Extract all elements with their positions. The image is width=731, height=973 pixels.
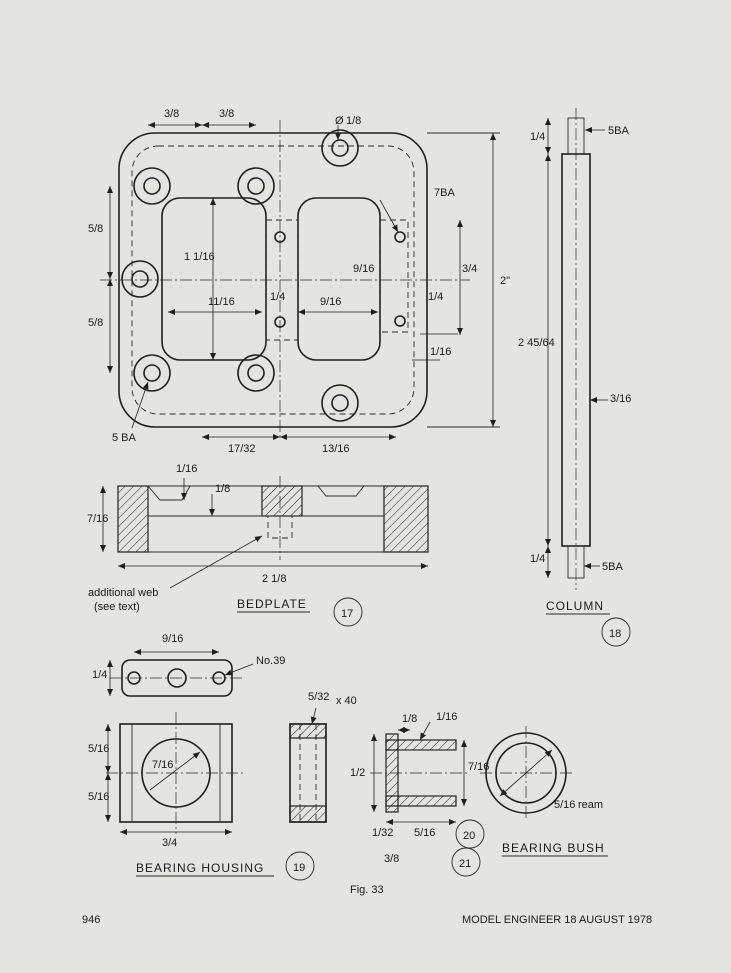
figure-label: Fig. 33 xyxy=(350,884,384,896)
dim-1-4-b: 1/4 xyxy=(428,291,443,303)
column-view: 1/4 2 45/64 1/4 5BA 5BA 3/16 xyxy=(518,108,631,590)
bearing-housing-number: 19 xyxy=(293,862,305,874)
bb-dim-1-1-2: 1/2 xyxy=(350,767,365,779)
col-note-5ba-top: 5BA xyxy=(608,125,629,137)
bearing-bush-view: 1/8 1/16 1/2 7/16 1/32 5/16 3/8 5/16 rea… xyxy=(350,711,603,865)
note-web-line2: (see text) xyxy=(94,601,140,613)
bb-dim-1-16: 1/16 xyxy=(436,711,457,723)
dim-9-16-a: 9/16 xyxy=(320,296,341,308)
bh-dim-9-16: 9/16 xyxy=(162,633,183,645)
dim-1-1-16: 1 1/16 xyxy=(184,251,215,263)
bh-dim-5-32: 5/32 xyxy=(308,691,329,703)
col-dim-1-4-b: 1/4 xyxy=(530,553,545,565)
dim-2-1-8: 2 1/8 xyxy=(262,573,286,585)
dim-1-4-a: 1/4 xyxy=(270,291,285,303)
bh-dim-5-16-b: 5/16 xyxy=(88,791,109,803)
dim-1-16: 1/16 xyxy=(430,346,451,358)
bedplate-section-view: 7/16 1/16 1/8 2 1/8 additional web (see … xyxy=(87,463,429,613)
column-number: 18 xyxy=(609,628,621,640)
bb-dim-3-8: 3/8 xyxy=(384,853,399,865)
dim-3-4: 3/4 xyxy=(462,263,477,275)
dim-11-16: 11/16 xyxy=(208,296,235,308)
note-5ba: 5 BA xyxy=(112,432,137,444)
bb-note-ream: ream xyxy=(578,799,603,811)
dim-13-16: 13/16 xyxy=(322,443,350,455)
col-note-5ba-bot: 5BA xyxy=(602,561,623,573)
bedplate-number: 17 xyxy=(341,608,353,620)
note-web-line1: additional web xyxy=(88,587,158,599)
bh-dim-7-16: 7/16 xyxy=(152,759,173,771)
dim-dia-1-8: 1/8 xyxy=(346,115,361,127)
note-7ba: 7BA xyxy=(434,187,455,199)
column-title: COLUMN xyxy=(546,599,604,613)
col-dim-dia-3-16: 3/16 xyxy=(610,393,631,405)
bh-note-x40: x 40 xyxy=(336,695,357,707)
page-number: 946 xyxy=(82,914,100,926)
magazine-footer: MODEL ENGINEER 18 AUGUST 1978 xyxy=(462,914,652,926)
bearing-housing-view: 9/16 1/4 No.39 7/16 5/16 5/16 3/4 5/32 x… xyxy=(88,633,357,849)
dim-17-32: 17/32 xyxy=(228,443,256,455)
bearing-bush-number-b: 21 xyxy=(459,858,471,870)
bh-dim-5-16-a: 5/16 xyxy=(88,743,109,755)
bh-note-no39: No.39 xyxy=(256,655,285,667)
bedplate-plan-dims: 3/8 3/8 1/8 Ø 5/8 5/8 1 1/16 11/16 1/4 9… xyxy=(88,108,510,455)
bb-dim-5-16-ream: 5/16 xyxy=(554,799,575,811)
dim-2-inch: 2" xyxy=(500,275,510,287)
bb-dim-1-8: 1/8 xyxy=(402,713,417,725)
dim-3-8-b: 3/8 xyxy=(219,108,234,120)
bb-dim-5-16: 5/16 xyxy=(414,827,435,839)
bearing-bush-title: BEARING BUSH xyxy=(502,841,605,855)
col-dim-2-45-64: 2 45/64 xyxy=(518,337,555,349)
dim-3-8-a: 3/8 xyxy=(164,108,179,120)
dim-7-16: 7/16 xyxy=(87,513,108,525)
bearing-housing-title: BEARING HOUSING xyxy=(136,861,264,875)
bh-dim-3-4: 3/4 xyxy=(162,837,177,849)
dia-symbol: Ø xyxy=(335,115,344,127)
bb-dim-7-16: 7/16 xyxy=(468,761,489,773)
dim-9-16-b: 9/16 xyxy=(353,263,374,275)
boss-holes xyxy=(121,129,406,422)
dim-5-8-a: 5/8 xyxy=(88,223,103,235)
dim-5-8-b: 5/8 xyxy=(88,317,103,329)
bedplate-plan-view xyxy=(100,120,500,440)
dim-1-8-sec: 1/8 xyxy=(215,483,230,495)
bedplate-title: BEDPLATE xyxy=(237,597,307,611)
col-dim-1-4-a: 1/4 xyxy=(530,131,545,143)
bh-dim-1-4: 1/4 xyxy=(92,669,107,681)
bb-dim-1-32: 1/32 xyxy=(372,827,393,839)
bearing-bush-number-a: 20 xyxy=(463,830,475,842)
dim-1-16-sec: 1/16 xyxy=(176,463,197,475)
